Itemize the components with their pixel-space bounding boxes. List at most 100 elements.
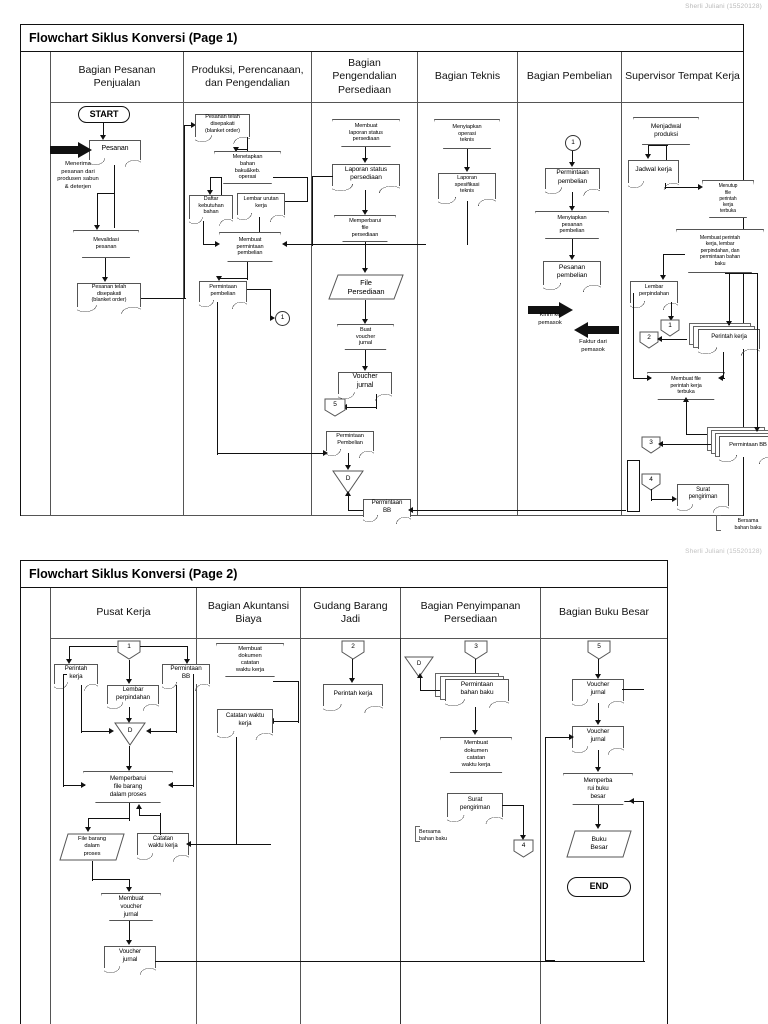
line-D-down-p2 <box>129 746 131 770</box>
node-file-persediaan: File Persediaan <box>328 274 404 300</box>
arrow-to-buat-voucher <box>362 319 368 324</box>
line-lembar-left-h <box>633 378 651 380</box>
arrow-pbb-to-D-p2c4 <box>417 673 423 678</box>
node-permintaan-bahan-baku-p2: Permintaan bahan baku <box>445 679 509 708</box>
node-end: END <box>567 877 631 897</box>
arrow-to-voucher-jurnal-p2 <box>126 940 132 945</box>
line-laporan-left <box>312 176 333 178</box>
line-col2-jog1 <box>236 149 248 151</box>
line-pesanan-left-v <box>97 193 99 228</box>
line-conn5-down-p2 <box>598 659 600 677</box>
line-pk-far-left-top-p2 <box>63 674 67 676</box>
lane-body-spacer-p1 <box>21 102 51 515</box>
arrow-to-permintaan-pembelian <box>216 276 222 281</box>
line-permintaan-down-to-conn <box>270 289 272 316</box>
line-permintaan-down-col5 <box>572 192 574 208</box>
line-memperbarui-down <box>365 242 367 270</box>
bracket-bersama-p1 <box>716 515 721 531</box>
line-D-right <box>348 510 364 512</box>
arrow-to-menyiapkan-pesanan <box>569 206 575 211</box>
arrow-pk-far-left-in-p2 <box>81 782 86 788</box>
node-perintah-kerja-col6: Perintah kerja <box>698 329 760 356</box>
line-membuat-left-h <box>663 254 685 256</box>
connector-1-col2: 1 <box>275 311 290 326</box>
line-conn1-left-p2 <box>69 646 117 648</box>
arrow-to-D-col3 <box>345 465 351 470</box>
line-into-conn3 <box>661 444 711 446</box>
annot-bersama-bahan-baku-p2: Bersama bahan baku <box>419 829 448 843</box>
arrow-to-conn1-col2 <box>270 315 275 321</box>
line-laporan-to-col2 <box>286 244 313 246</box>
line-menjadwal-jog <box>648 145 668 147</box>
node-file-barang-dalam-proses: File barang dalam proses <box>59 833 125 861</box>
lane-header-buku-besar: Bagian Buku Besar <box>559 606 649 619</box>
line-perintah-to-membuatfile-v <box>723 352 725 379</box>
line-to-lembar-urutan <box>284 201 308 203</box>
node-memperbarui-file-barang: Memperbarui file barang dalam proses <box>83 771 173 803</box>
arrow-to-perintah-kerja-p2c3 <box>349 678 355 683</box>
line-membuat-dok-right-p2 <box>273 681 299 683</box>
line-into-conn2 <box>660 339 687 341</box>
line-conn1-down-p2 <box>129 660 131 682</box>
arrow-to-surat-pengiriman <box>672 496 677 502</box>
line-lembar-down-col6 <box>671 302 673 318</box>
node-membuat-dokumen-catatan-p2c4: Membuat dokumen catatan waktu kerja <box>440 737 512 773</box>
arrow-lembar-to-membuatfile <box>647 375 652 381</box>
line-perintah-to-membuatfile-h <box>721 378 725 380</box>
lane-header-produksi-perencanaan: Produksi, Perencanaan, dan Pengendalian <box>184 52 312 102</box>
line-mevalidasi-down <box>105 258 107 280</box>
line-conn4-to-surat <box>651 499 675 501</box>
node-membuat-permintaan-pembelian: Membuat permintaan pembelian <box>219 232 281 262</box>
lane-header-penyimpanan-persediaan: Bagian Penyimpanan Persediaan <box>401 588 541 638</box>
line-memperbarui-down-p2 <box>129 803 131 821</box>
node-permintaan-pembelian-col2: Permintaan pembelian <box>199 281 247 309</box>
line-operasi-down <box>467 149 469 169</box>
node-voucher-jurnal-2-p2c5: Voucher jurnal <box>572 726 624 755</box>
arrow-pbb-far-right-in-p2 <box>168 782 173 788</box>
line-left-rail-col6 <box>627 460 629 511</box>
node-file-D-col3: D <box>332 470 364 494</box>
lane-header-divider-p2 <box>51 638 667 639</box>
arrow-start-to-pesanan <box>100 135 106 140</box>
arrow-to-laporan-status <box>362 158 368 163</box>
node-membuat-voucher-jurnal-p2: Membuat voucher jurnal <box>101 893 161 921</box>
line-membuat-to-perintah <box>729 273 731 325</box>
arrow-into-conn2 <box>657 336 662 342</box>
line-permintaan-to-col3 <box>217 453 327 455</box>
arrow-lembar-to-D-p2 <box>126 718 132 723</box>
lane-body-gudang-barang-jadi <box>301 638 401 1024</box>
watermark-page1: Sherli Juliani (15520128) <box>685 3 762 10</box>
connector-5-p2: 5 <box>587 640 611 660</box>
line-D-v-p2c4 <box>420 678 422 691</box>
line-left-rail-bukubesar <box>545 737 547 961</box>
line-D-down <box>348 494 350 511</box>
arrow-D-to-memperbarui-p2 <box>126 766 132 771</box>
connector-1-p2: 1 <box>117 640 141 660</box>
lane-body-pusat-kerja <box>51 638 197 1024</box>
arrow-to-lembar-perpindahan <box>660 275 666 280</box>
line-menetapkan-right-v <box>307 177 309 201</box>
line-membuatfile-up <box>686 400 688 435</box>
line-from-teknis-to-membuat <box>286 244 426 246</box>
node-lembar-urutan-kerja: Lembar urutan kerja <box>237 193 285 222</box>
line-conn4-down <box>651 489 653 501</box>
lane-header-pengendalian-persediaan: Bagian Pengendalian Persediaan <box>312 52 418 102</box>
node-voucher-jurnal-1-p2c5: Voucher jurnal <box>572 679 624 708</box>
line-permintaan-long-down <box>217 302 219 455</box>
node-perintah-kerja-stack: Perintah kerja <box>689 323 761 356</box>
arrow-kirim-ke-pemasok <box>528 302 573 318</box>
connector-1-col6: 1 <box>660 319 680 337</box>
line-col2-down1 <box>247 137 249 151</box>
arrow-to-membuat-dok-p2c4 <box>472 730 478 735</box>
line-spesifikasi-down <box>467 201 469 245</box>
lane-header-bagian-pembelian: Bagian Pembelian <box>518 52 622 102</box>
arrow-to-laporan-spesifikasi <box>464 167 470 172</box>
line-left-rail-bottom <box>545 960 555 962</box>
line-daftar-right <box>203 244 217 246</box>
line-membuat-dok-back-p2 <box>273 721 299 723</box>
connector-5-col3: 5 <box>324 398 346 417</box>
line-lembar-down <box>259 217 261 235</box>
node-pesanan-disepakati: Pesanan telah disepakati (blanket order) <box>77 283 141 314</box>
lane-body-produksi-perencanaan <box>184 102 312 515</box>
